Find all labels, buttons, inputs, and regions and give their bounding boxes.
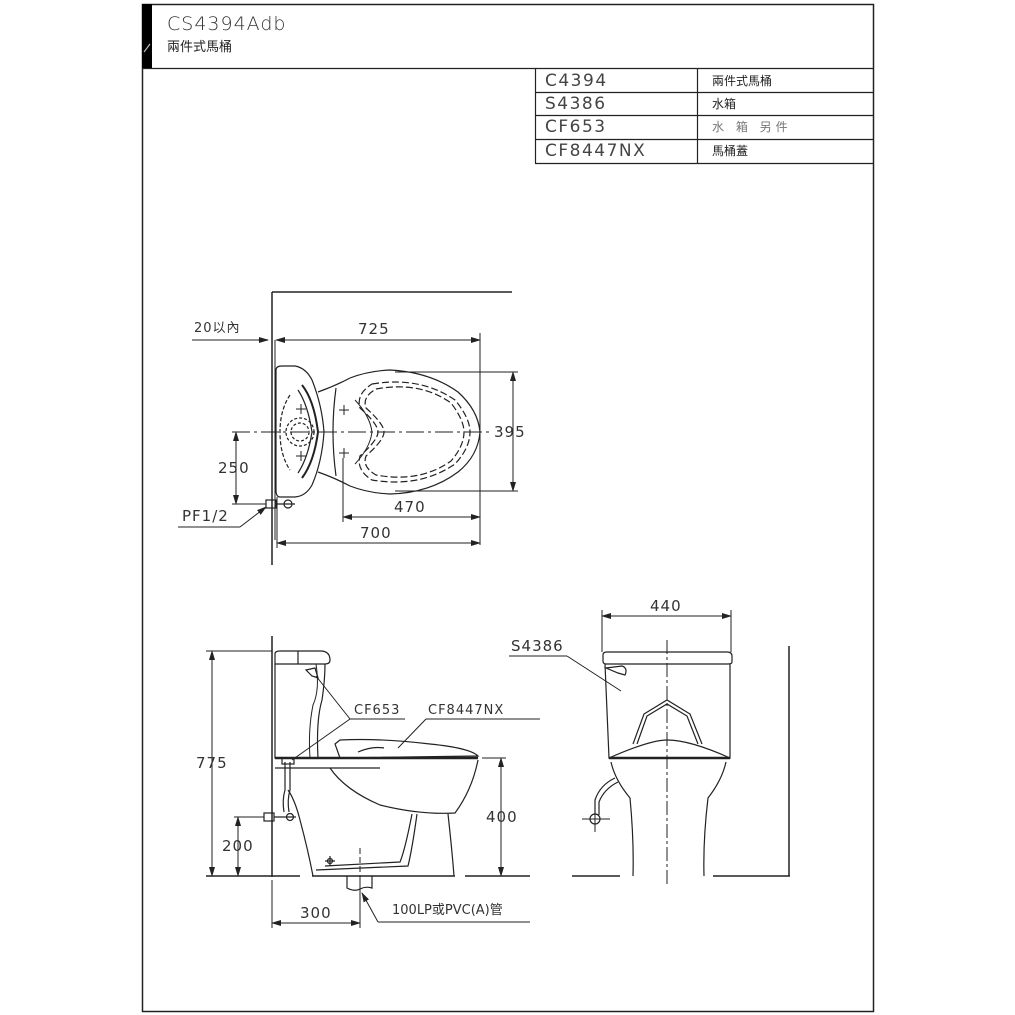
band-slash-icon (143, 43, 151, 53)
dim-tank-width: 440 (650, 597, 682, 615)
dim-seat-height: 400 (486, 808, 518, 826)
dim-rough-in: 300 (300, 904, 332, 922)
dim-wall-gap: 20以內 (194, 321, 241, 336)
part-description: 馬桶蓋 (712, 144, 749, 158)
callout-drain: 100LP或PVC(A)管 (392, 903, 503, 918)
dim-width: 395 (494, 423, 526, 441)
front-view (509, 610, 790, 885)
supply-fitting-label: PF1/2 (182, 507, 229, 525)
sheet-frame (141, 3, 875, 1013)
part-description: 水 箱 另件 (712, 120, 792, 134)
parts-table-grid (534, 68, 874, 165)
callout-fittings: CF653 (354, 703, 401, 718)
dim-seat-to-front: 470 (394, 498, 426, 516)
dim-overall-length: 725 (358, 320, 390, 338)
dim-supply-offset: 250 (218, 459, 250, 477)
model-subtitle: 兩件式馬桶 (167, 40, 233, 55)
plan-view (178, 291, 518, 565)
part-code: CF653 (545, 117, 607, 137)
callout-seat: CF8447NX (428, 703, 505, 718)
dim-body-length: 700 (360, 524, 392, 542)
part-description: 兩件式馬桶 (712, 74, 773, 88)
part-code: S4386 (545, 94, 607, 114)
frame-band (142, 4, 152, 68)
dim-total-height: 775 (196, 754, 228, 772)
dim-supply-height: 200 (222, 837, 254, 855)
side-view (206, 636, 540, 928)
callout-tank: S4386 (511, 637, 564, 655)
model-code: CS4394Adb (167, 13, 287, 35)
part-code: CF8447NX (545, 141, 647, 161)
part-description: 水箱 (712, 97, 737, 111)
part-code: C4394 (545, 71, 608, 91)
